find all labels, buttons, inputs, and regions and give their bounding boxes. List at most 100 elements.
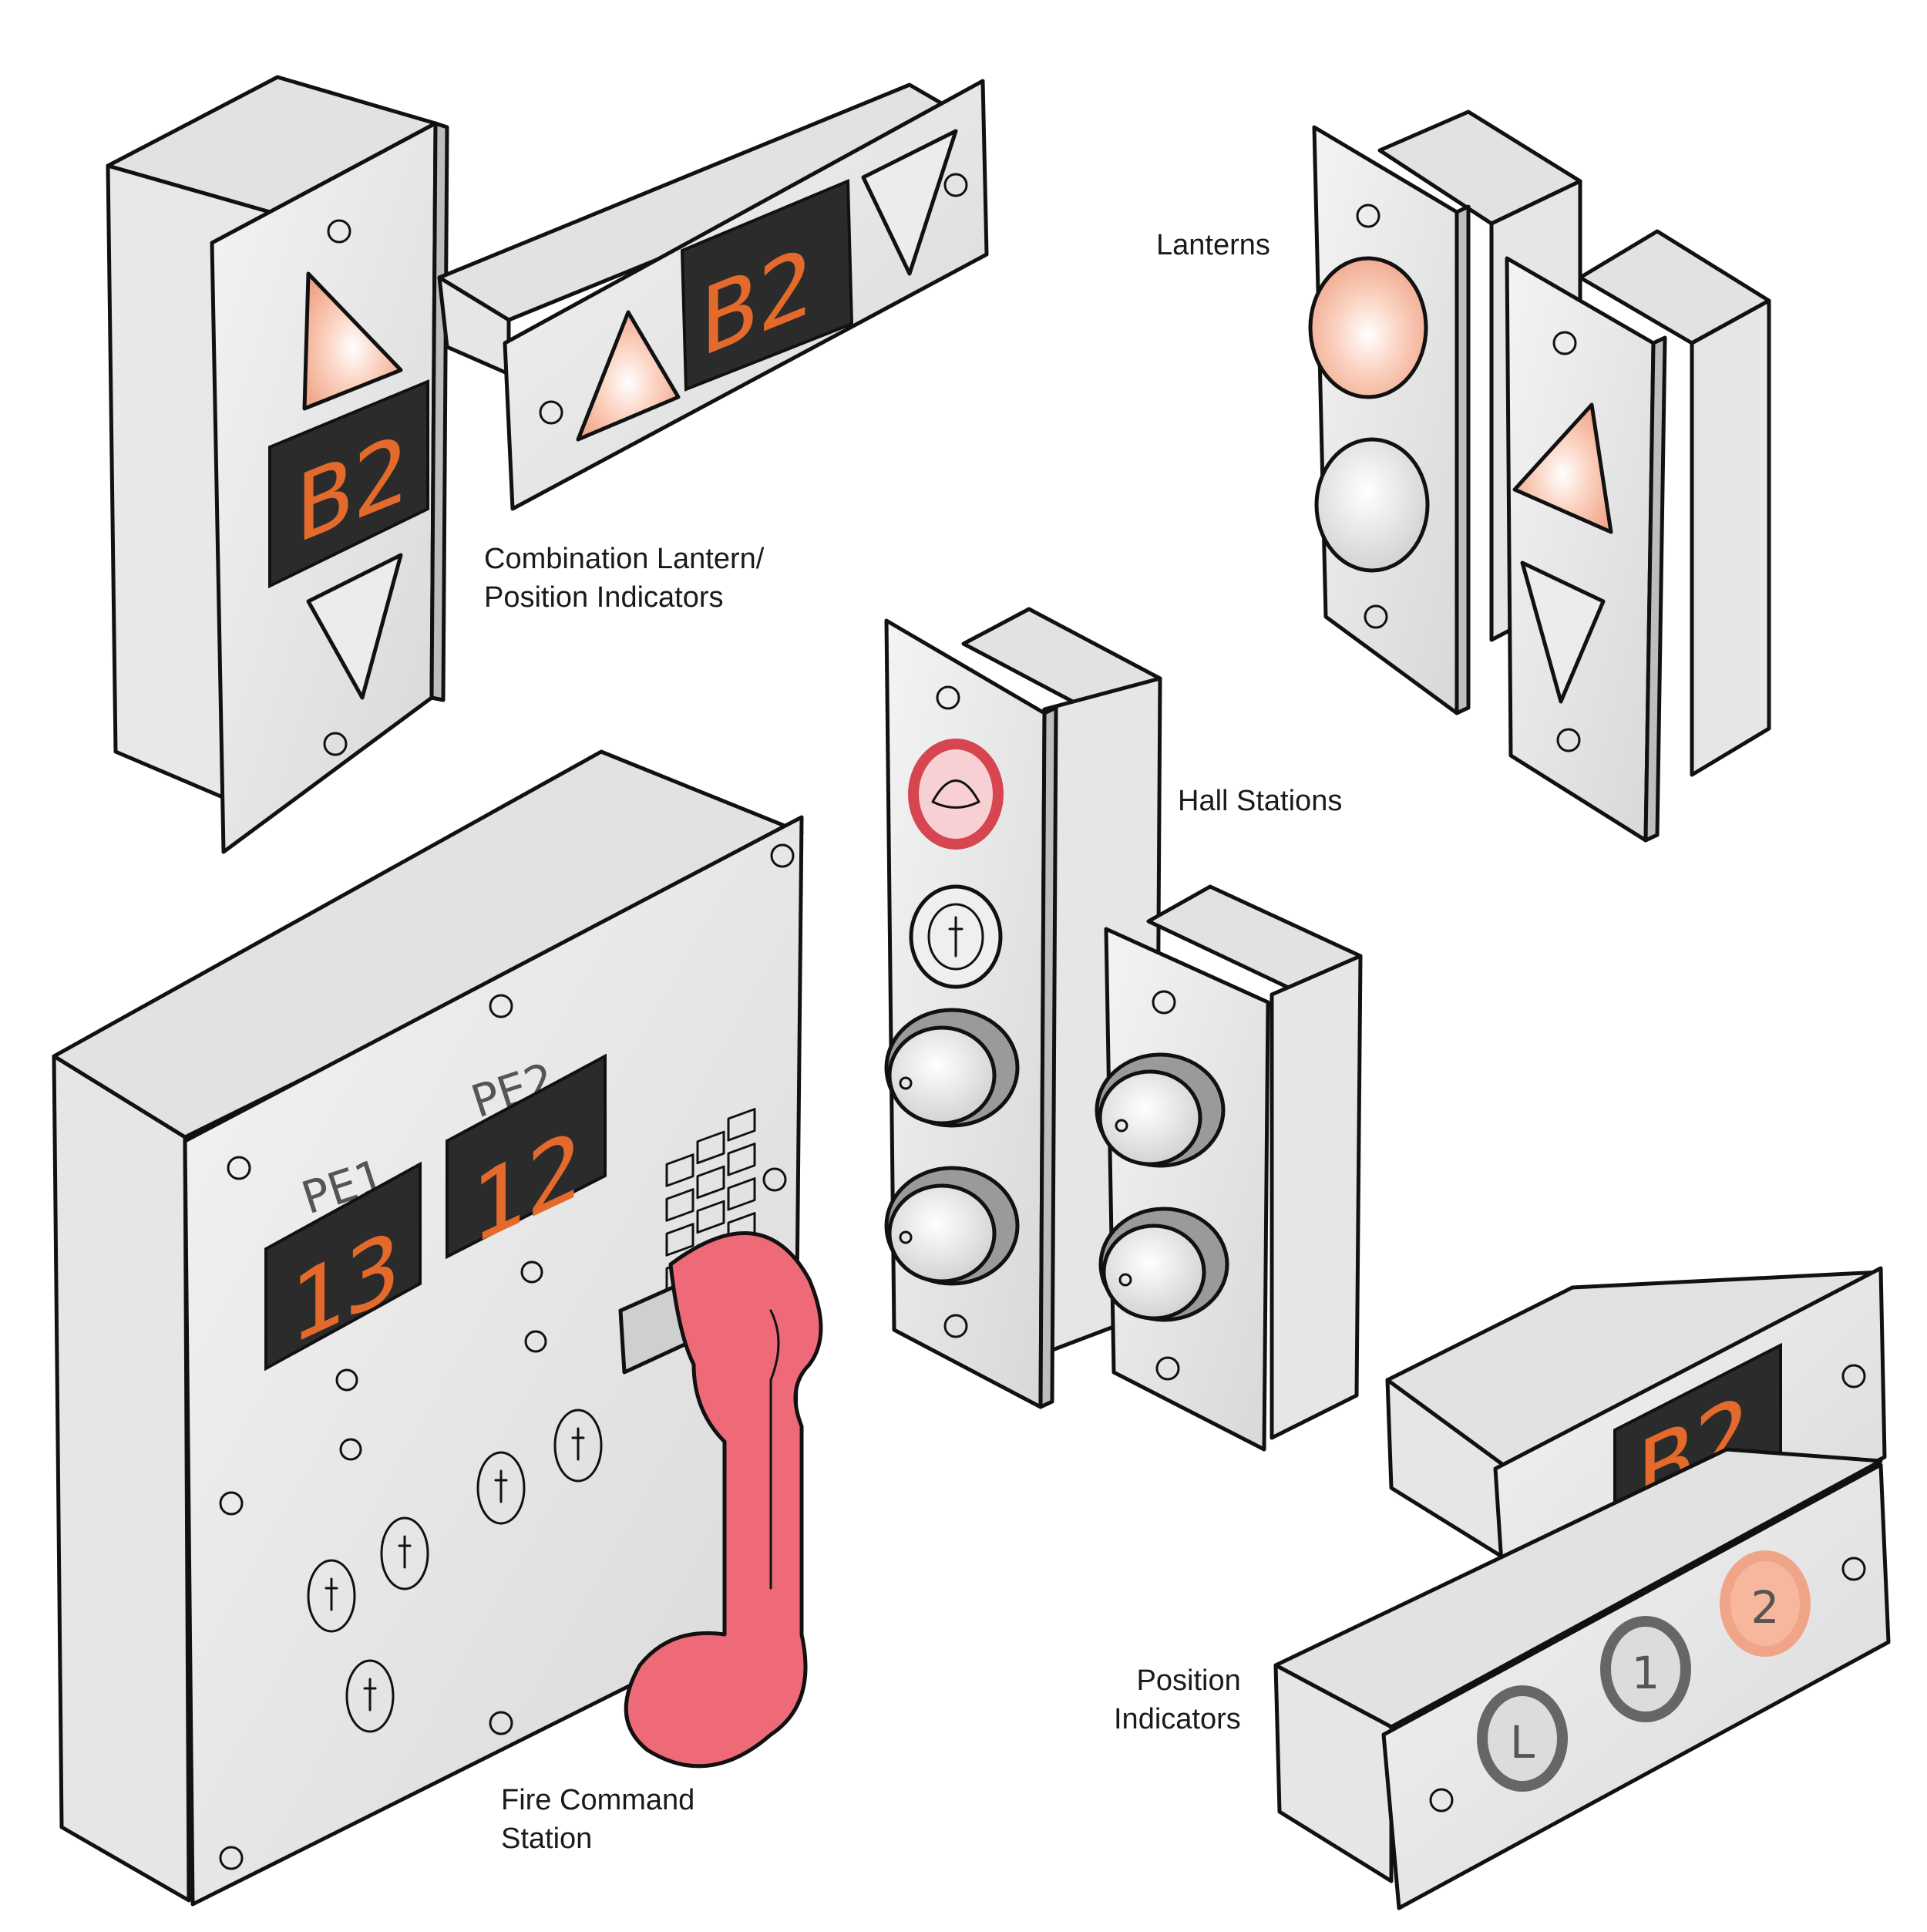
- position-display: [268, 379, 429, 589]
- key-icon: [948, 916, 964, 958]
- faceplate-edge: [1643, 335, 1667, 843]
- fire-service-button[interactable]: [908, 739, 1004, 850]
- lantern-right: [1505, 229, 1771, 843]
- box-side: [1690, 298, 1771, 777]
- label-line: Station: [501, 1823, 593, 1855]
- keypad-key[interactable]: [696, 1130, 725, 1165]
- screw-icon: [1356, 204, 1381, 228]
- screw-icon: [936, 685, 960, 710]
- up-arrow-lantern-icon: [1512, 402, 1613, 534]
- key-switch[interactable]: [476, 1451, 526, 1525]
- button-indicator-icon: [899, 1230, 913, 1244]
- lantern-unlit-icon: [1314, 437, 1430, 573]
- label-line: Fire Command: [501, 1784, 695, 1816]
- label-line: Position Indicators: [484, 581, 724, 614]
- box-side: [1270, 954, 1363, 1440]
- position-light-2-label: 2: [1751, 1581, 1780, 1634]
- button-indicator-icon: [1118, 1273, 1132, 1287]
- up-arrow-lantern-icon: [302, 271, 403, 411]
- fire-hat-icon: [931, 779, 980, 809]
- screw-icon: [489, 1711, 513, 1735]
- keypad-key[interactable]: [696, 1200, 725, 1234]
- hall-stations-label: Hall Stations: [1178, 785, 1343, 817]
- hall-station-left: [884, 607, 1162, 1409]
- faceplate-edge: [429, 121, 449, 702]
- keypad-key[interactable]: [665, 1223, 694, 1257]
- position-indicators-label: Position Indicators: [1114, 1661, 1241, 1738]
- key-switch[interactable]: [307, 1559, 356, 1633]
- screw-icon: [1841, 1557, 1866, 1581]
- position-light-2: [1720, 1550, 1811, 1657]
- screw-icon: [762, 1167, 787, 1192]
- screw-icon: [1155, 1356, 1180, 1381]
- down-arrow-lantern-icon: [306, 553, 403, 700]
- down-arrow-lantern-icon: [1520, 560, 1606, 704]
- indicator-light: [339, 1438, 362, 1461]
- key-icon: [571, 1427, 585, 1461]
- keypad-key[interactable]: [727, 1177, 756, 1211]
- keypad-key[interactable]: [665, 1153, 694, 1187]
- indicator-light: [520, 1261, 543, 1284]
- hall-call-down-button[interactable]: [887, 1183, 997, 1284]
- box-side: [1273, 1663, 1394, 1883]
- faceplate: [1104, 927, 1270, 1452]
- combination-lantern-label: Combination Lantern/ Position Indicators: [484, 540, 764, 617]
- fire-command-station-label: Fire Command Station: [501, 1781, 694, 1858]
- keypad-key[interactable]: [665, 1188, 694, 1222]
- lantern-lit-icon: [1308, 256, 1428, 399]
- combination-lantern-vertical: B2: [106, 75, 449, 854]
- screw-icon: [943, 1314, 968, 1338]
- faceplate-edge: [1454, 204, 1471, 715]
- combination-lantern-horizontal: B2: [437, 79, 989, 511]
- key-switch[interactable]: [553, 1409, 603, 1483]
- position-indicator-buttons: L 1 2: [1273, 1447, 1891, 1910]
- position-display: [680, 179, 854, 392]
- screw-icon: [1556, 728, 1581, 752]
- hall-call-down-button[interactable]: [1101, 1223, 1206, 1321]
- button-indicator-icon: [1115, 1119, 1128, 1133]
- position-light-1-label: 1: [1632, 1647, 1660, 1699]
- box-side: [52, 1054, 191, 1903]
- screw-icon: [770, 843, 795, 868]
- up-arrow-lantern-icon: [576, 310, 681, 442]
- screw-icon: [1364, 604, 1388, 629]
- hall-call-up-button[interactable]: [887, 1025, 997, 1126]
- key-switch[interactable]: [345, 1659, 395, 1733]
- screw-icon: [323, 732, 348, 756]
- pe2-display: [446, 1053, 607, 1260]
- faceplate: [1505, 256, 1656, 843]
- keypad-key[interactable]: [696, 1165, 725, 1200]
- screw-icon: [489, 994, 513, 1018]
- screw-icon: [943, 173, 968, 197]
- fire-command-station: PE1 PE2 13 12: [52, 749, 823, 1907]
- hall-call-up-button[interactable]: [1098, 1069, 1202, 1166]
- hall-station-right: [1095, 884, 1363, 1452]
- screw-icon: [539, 400, 563, 425]
- key-switch-inner: [927, 903, 984, 971]
- down-arrow-lantern-icon: [861, 129, 958, 276]
- key-icon: [494, 1469, 508, 1503]
- position-light-1: [1600, 1616, 1691, 1722]
- screw-icon: [227, 1156, 251, 1180]
- pe1-display: [264, 1161, 422, 1372]
- screw-icon: [1429, 1788, 1454, 1813]
- key-icon: [363, 1678, 377, 1712]
- screw-icon: [327, 219, 351, 244]
- key-icon: [325, 1577, 338, 1611]
- label-line: Combination Lantern/: [484, 543, 765, 575]
- key-switch[interactable]: [380, 1516, 429, 1590]
- screw-icon: [219, 1491, 244, 1516]
- position-light-l: [1477, 1685, 1568, 1792]
- lanterns-label: Lanterns: [1156, 229, 1270, 261]
- key-switches: [307, 1409, 603, 1733]
- handset-icon[interactable]: [624, 1231, 823, 1769]
- label-line: Indicators: [1114, 1703, 1241, 1735]
- keypad-key[interactable]: [727, 1108, 756, 1142]
- keypad-key[interactable]: [727, 1143, 756, 1176]
- screw-icon: [219, 1846, 244, 1870]
- indicator-light: [335, 1368, 358, 1392]
- key-icon: [398, 1535, 412, 1569]
- position-light-l-label: L: [1510, 1716, 1535, 1769]
